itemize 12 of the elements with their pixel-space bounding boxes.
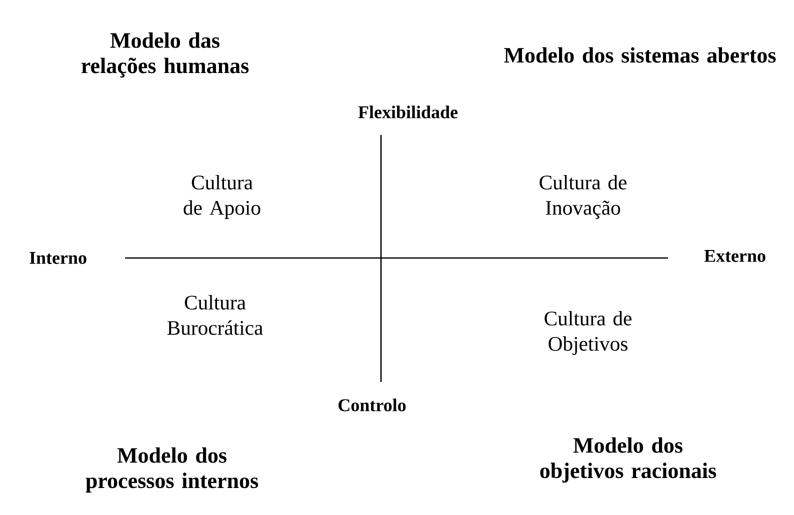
axis-label: Controlo bbox=[338, 398, 406, 412]
quadrant-title: Modelo dos processos internos bbox=[86, 447, 258, 493]
quadrant-label: Cultura de Apoio bbox=[184, 174, 260, 220]
quadrant-label: Cultura Burocrática bbox=[167, 295, 263, 335]
axis-label: Interno bbox=[30, 252, 86, 264]
quadrant-label: Cultura de Inovação bbox=[540, 174, 626, 220]
axis-label: Flexibilidade bbox=[358, 106, 458, 118]
quadrant-label: Cultura de Objetivos bbox=[544, 310, 632, 356]
quadrant-title: Modelo dos objetivos racionais bbox=[540, 437, 716, 483]
quadrant-title: Modelo dos sistemas abertos bbox=[504, 47, 776, 63]
axis-label: Externo bbox=[704, 250, 766, 262]
quadrant-title: Modelo das relações humanas bbox=[81, 32, 249, 78]
